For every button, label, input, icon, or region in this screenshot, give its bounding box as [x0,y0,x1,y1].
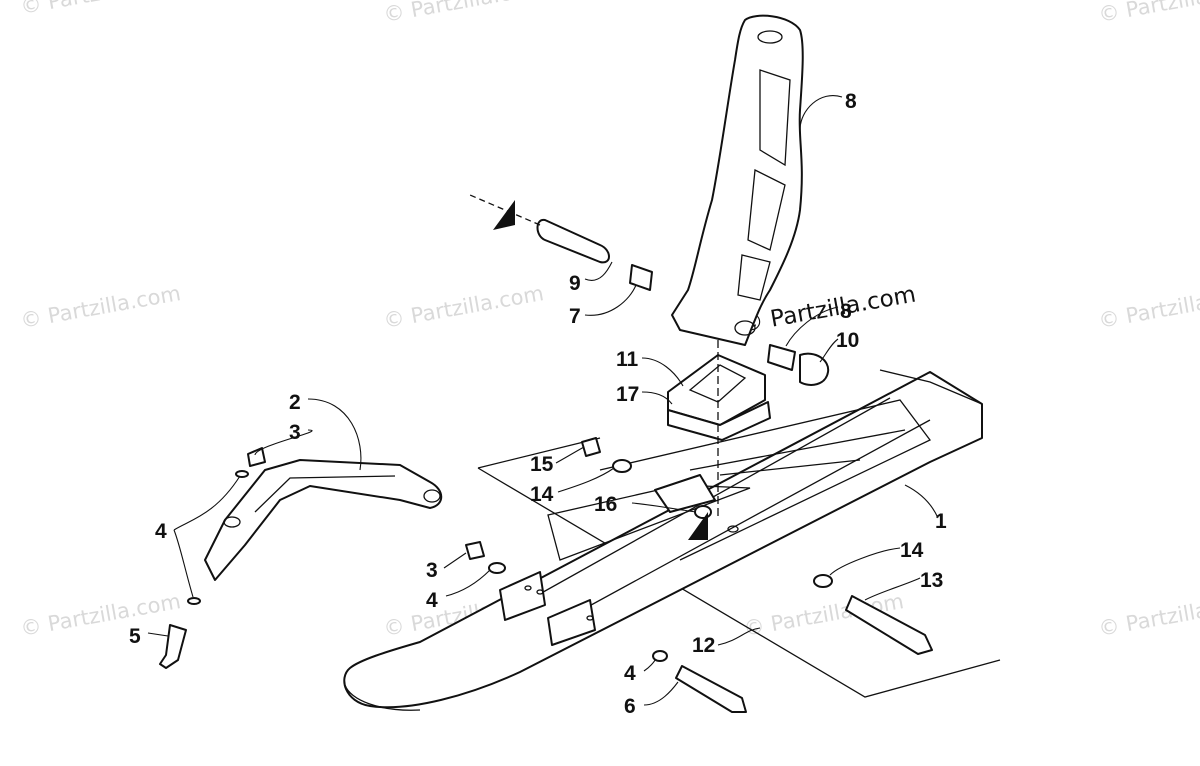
direction-arrow-upper [493,200,515,230]
callout-4-handle: 4 [155,520,167,543]
callout-12: 12 [692,634,715,657]
nut-lower [465,541,485,560]
watermark-bl: © Partzilla.com [19,589,183,641]
callout-11: 11 [616,348,639,371]
spindle-pin [536,218,610,264]
direction-arrow-lower [688,512,708,540]
washer-handle-bottom [187,597,201,605]
callout-4-ski: 4 [426,589,438,612]
spindle [671,14,804,346]
bushing-right [767,344,796,371]
nut-handle [247,447,266,467]
callout-17: 17 [616,383,639,406]
callout-8-right: 8 [840,300,852,323]
callout-14-upper: 14 [530,483,554,506]
ski-handle [204,459,443,581]
callout-16: 16 [594,493,617,516]
watermark-mr: © Partzilla.com [1097,281,1200,333]
centerline-pin [469,194,541,226]
callout-1: 1 [935,510,947,533]
callout-6: 6 [624,695,636,718]
callout-3-ski: 3 [426,559,438,582]
bushing-left [629,264,653,291]
bolt-right [845,595,933,655]
nut-upper [581,437,601,457]
bolt-bottom [675,665,747,713]
callout-2: 2 [289,391,301,414]
callout-4-bottom: 4 [624,662,636,685]
callout-14-right: 14 [900,539,924,562]
callout-3-handle: 3 [289,421,301,444]
leader-lines [147,95,939,706]
watermark-mc: © Partzilla.com [382,281,546,333]
callout-7: 8 [845,90,857,113]
bushing-ten [799,352,830,386]
ski [343,369,983,711]
watermark-tc: © Partzilla.com [382,0,546,27]
washer-lower [488,562,506,574]
callout-15: 15 [530,453,554,476]
watermark-ml: © Partzilla.com [19,281,183,333]
callout-13: 13 [920,569,943,592]
bolt-handle [159,624,187,669]
washer-upper [612,459,632,473]
washer-handle-top [235,470,249,478]
saddle-and-pad [667,354,771,441]
callout-9: 9 [569,272,581,295]
washer-sixteen [694,505,712,519]
washer-right [813,574,833,588]
callout-labels: 8 9 7 8 10 11 17 1 2 3 4 5 15 14 16 3 4 … [129,90,947,718]
watermark-tr: © Partzilla.com [1097,0,1200,27]
watermark-br: © Partzilla.com [1097,589,1200,641]
callout-5: 5 [129,625,141,648]
callout-8-left: 7 [569,305,581,328]
watermark-tl: © Partzilla.com [19,0,183,19]
washer-bottom [652,650,668,662]
callout-10: 10 [836,329,859,352]
